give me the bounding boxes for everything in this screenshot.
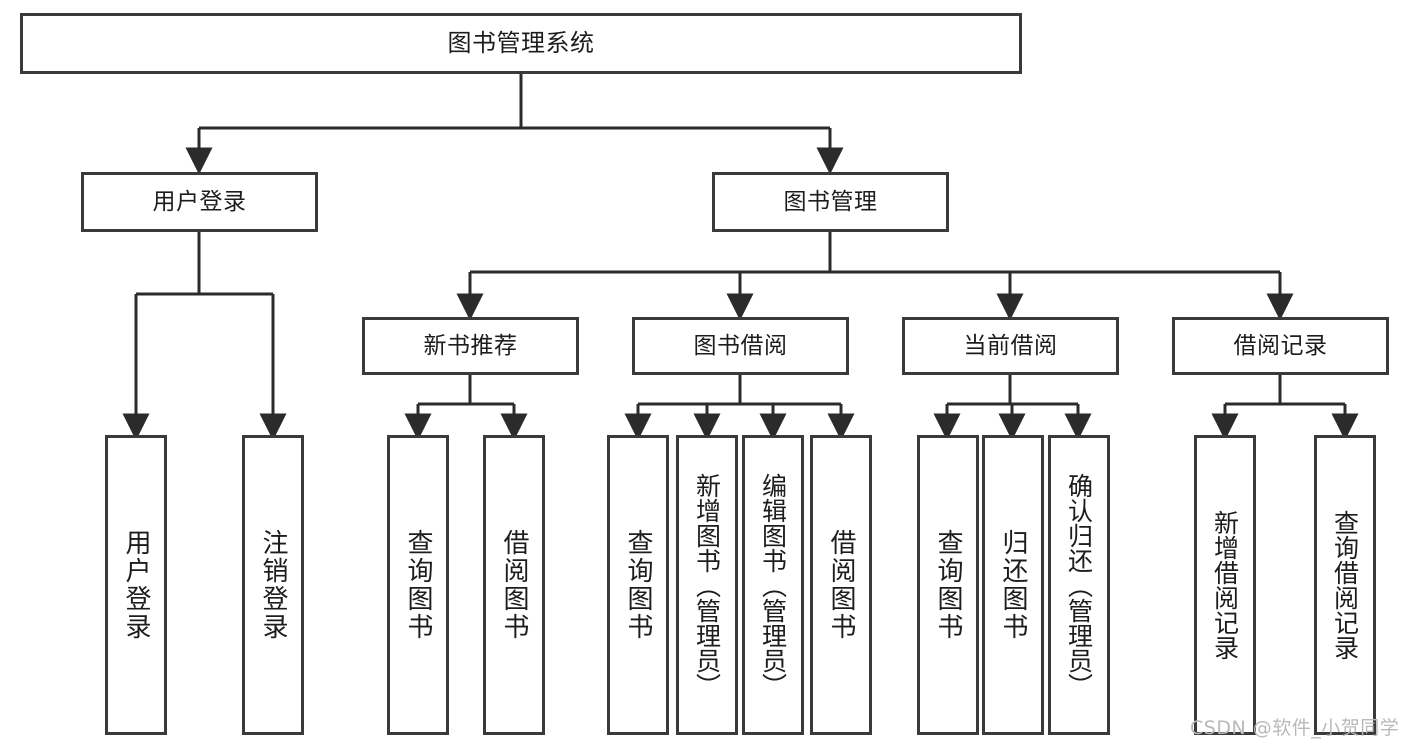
leaf-current-query-book-label: 查询图书 [933, 529, 963, 641]
leaf-borrow-query-book-label: 查询图书 [623, 529, 653, 641]
leaf-recommend-borrow-book[interactable]: 借阅图书 [483, 435, 545, 735]
node-current-borrow[interactable]: 当前借阅 [902, 317, 1119, 375]
node-new-book-recommend-label: 新书推荐 [423, 332, 518, 359]
leaf-borrow-query-book[interactable]: 查询图书 [607, 435, 669, 735]
leaf-user-login-login[interactable]: 用户登录 [105, 435, 167, 735]
leaf-recommend-borrow-book-label: 借阅图书 [499, 529, 529, 641]
leaf-current-query-book[interactable]: 查询图书 [917, 435, 979, 735]
leaf-user-login-logout-label: 注销登录 [258, 529, 288, 641]
node-new-book-recommend[interactable]: 新书推荐 [362, 317, 579, 375]
leaf-borrow-add-book-admin-label: 新增图书（管理员） [692, 472, 722, 698]
node-current-borrow-label: 当前借阅 [963, 332, 1058, 359]
leaf-current-return-book-label: 归还图书 [998, 529, 1028, 641]
leaf-user-login-login-label: 用户登录 [121, 529, 151, 641]
leaf-user-login-logout[interactable]: 注销登录 [242, 435, 304, 735]
leaf-record-query-record[interactable]: 查询借阅记录 [1314, 435, 1376, 735]
node-root-system[interactable]: 图书管理系统 [20, 13, 1022, 74]
leaf-borrow-borrow-book[interactable]: 借阅图书 [810, 435, 872, 735]
leaf-current-confirm-return-admin[interactable]: 确认归还（管理员） [1048, 435, 1110, 735]
leaf-recommend-query-book[interactable]: 查询图书 [387, 435, 449, 735]
leaf-borrow-add-book-admin[interactable]: 新增图书（管理员） [676, 435, 738, 735]
leaf-recommend-query-book-label: 查询图书 [403, 529, 433, 641]
leaf-borrow-edit-book-admin[interactable]: 编辑图书（管理员） [742, 435, 804, 735]
node-borrow-record[interactable]: 借阅记录 [1172, 317, 1389, 375]
leaf-record-add-record-label: 新增借阅记录 [1210, 510, 1240, 660]
node-book-manage-label: 图书管理 [783, 188, 878, 215]
leaf-current-confirm-return-admin-label: 确认归还（管理员） [1064, 472, 1094, 698]
node-book-borrow[interactable]: 图书借阅 [632, 317, 849, 375]
node-root-system-label: 图书管理系统 [447, 28, 595, 57]
node-book-manage[interactable]: 图书管理 [712, 172, 949, 232]
leaf-borrow-borrow-book-label: 借阅图书 [826, 529, 856, 641]
leaf-record-query-record-label: 查询借阅记录 [1330, 510, 1360, 660]
leaf-borrow-edit-book-admin-label: 编辑图书（管理员） [758, 472, 788, 698]
leaf-current-return-book[interactable]: 归还图书 [982, 435, 1044, 735]
leaf-record-add-record[interactable]: 新增借阅记录 [1194, 435, 1256, 735]
node-user-login-label: 用户登录 [152, 188, 247, 215]
node-borrow-record-label: 借阅记录 [1233, 332, 1328, 359]
node-user-login[interactable]: 用户登录 [81, 172, 318, 232]
node-book-borrow-label: 图书借阅 [693, 332, 788, 359]
